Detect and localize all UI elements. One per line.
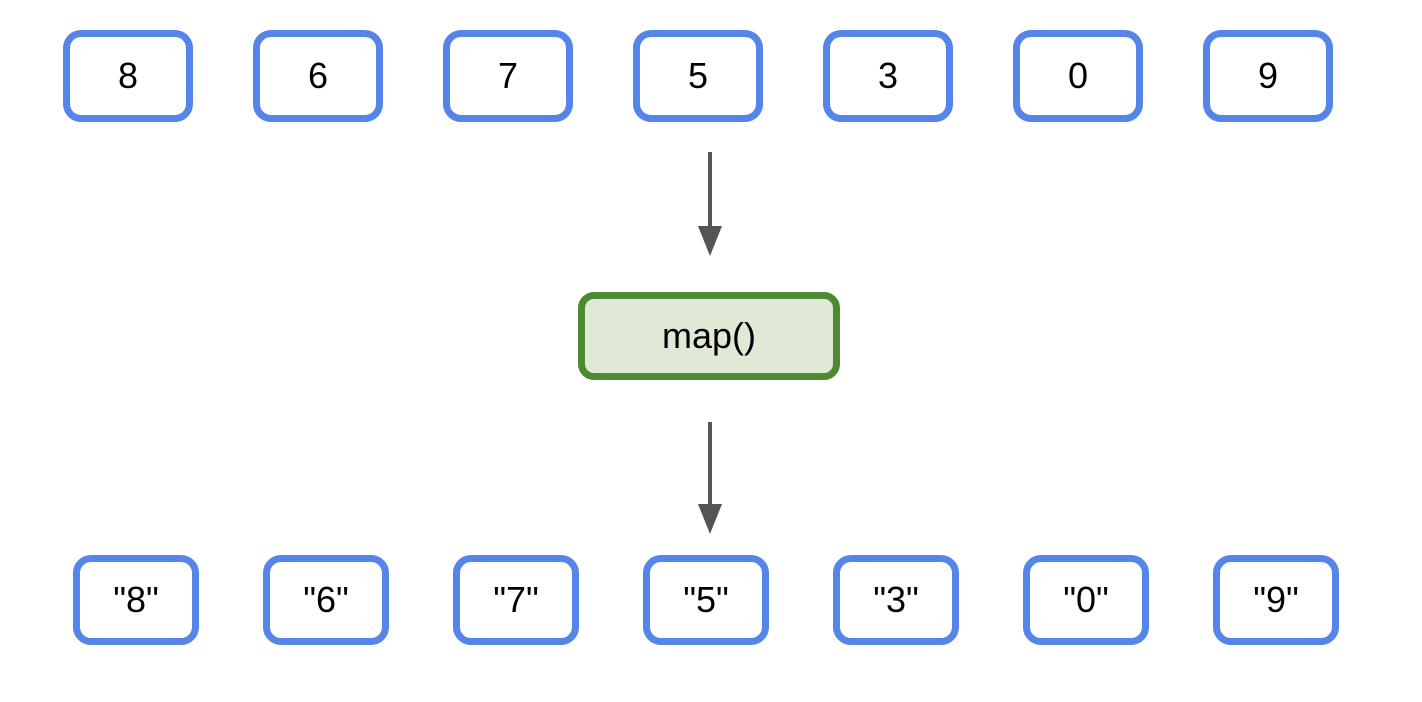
output-item-0: "8": [73, 555, 199, 645]
output-item-1: "6": [263, 555, 389, 645]
input-item-1-label: 6: [307, 55, 329, 96]
input-item-3-label: 5: [687, 55, 709, 96]
input-item-6: 9: [1203, 30, 1333, 122]
input-item-2-label: 7: [497, 55, 519, 96]
output-item-5-label: "0": [1063, 579, 1109, 620]
input-item-4-label: 3: [877, 55, 899, 96]
output-item-2: "7": [453, 555, 579, 645]
output-item-6: "9": [1213, 555, 1339, 645]
arrow-map-to-output: [698, 422, 722, 534]
output-item-3-label: "5": [683, 579, 729, 620]
input-item-1: 6: [253, 30, 383, 122]
map-process-node: map(): [578, 292, 840, 380]
output-item-3: "5": [643, 555, 769, 645]
input-item-0-label: 8: [117, 55, 139, 96]
output-item-2-label: "7": [493, 579, 539, 620]
input-item-5-label: 0: [1067, 55, 1089, 96]
output-item-4: "3": [833, 555, 959, 645]
output-item-5: "0": [1023, 555, 1149, 645]
input-item-3: 5: [633, 30, 763, 122]
input-item-2: 7: [443, 30, 573, 122]
input-item-5: 0: [1013, 30, 1143, 122]
output-item-4-label: "3": [873, 579, 919, 620]
output-item-6-label: "9": [1253, 579, 1299, 620]
input-item-6-label: 9: [1257, 55, 1279, 96]
output-item-0-label: "8": [113, 579, 159, 620]
arrow-input-to-map: [698, 152, 722, 256]
output-item-1-label: "6": [303, 579, 349, 620]
map-process-label: map(): [661, 315, 756, 356]
input-item-4: 3: [823, 30, 953, 122]
input-item-0: 8: [63, 30, 193, 122]
